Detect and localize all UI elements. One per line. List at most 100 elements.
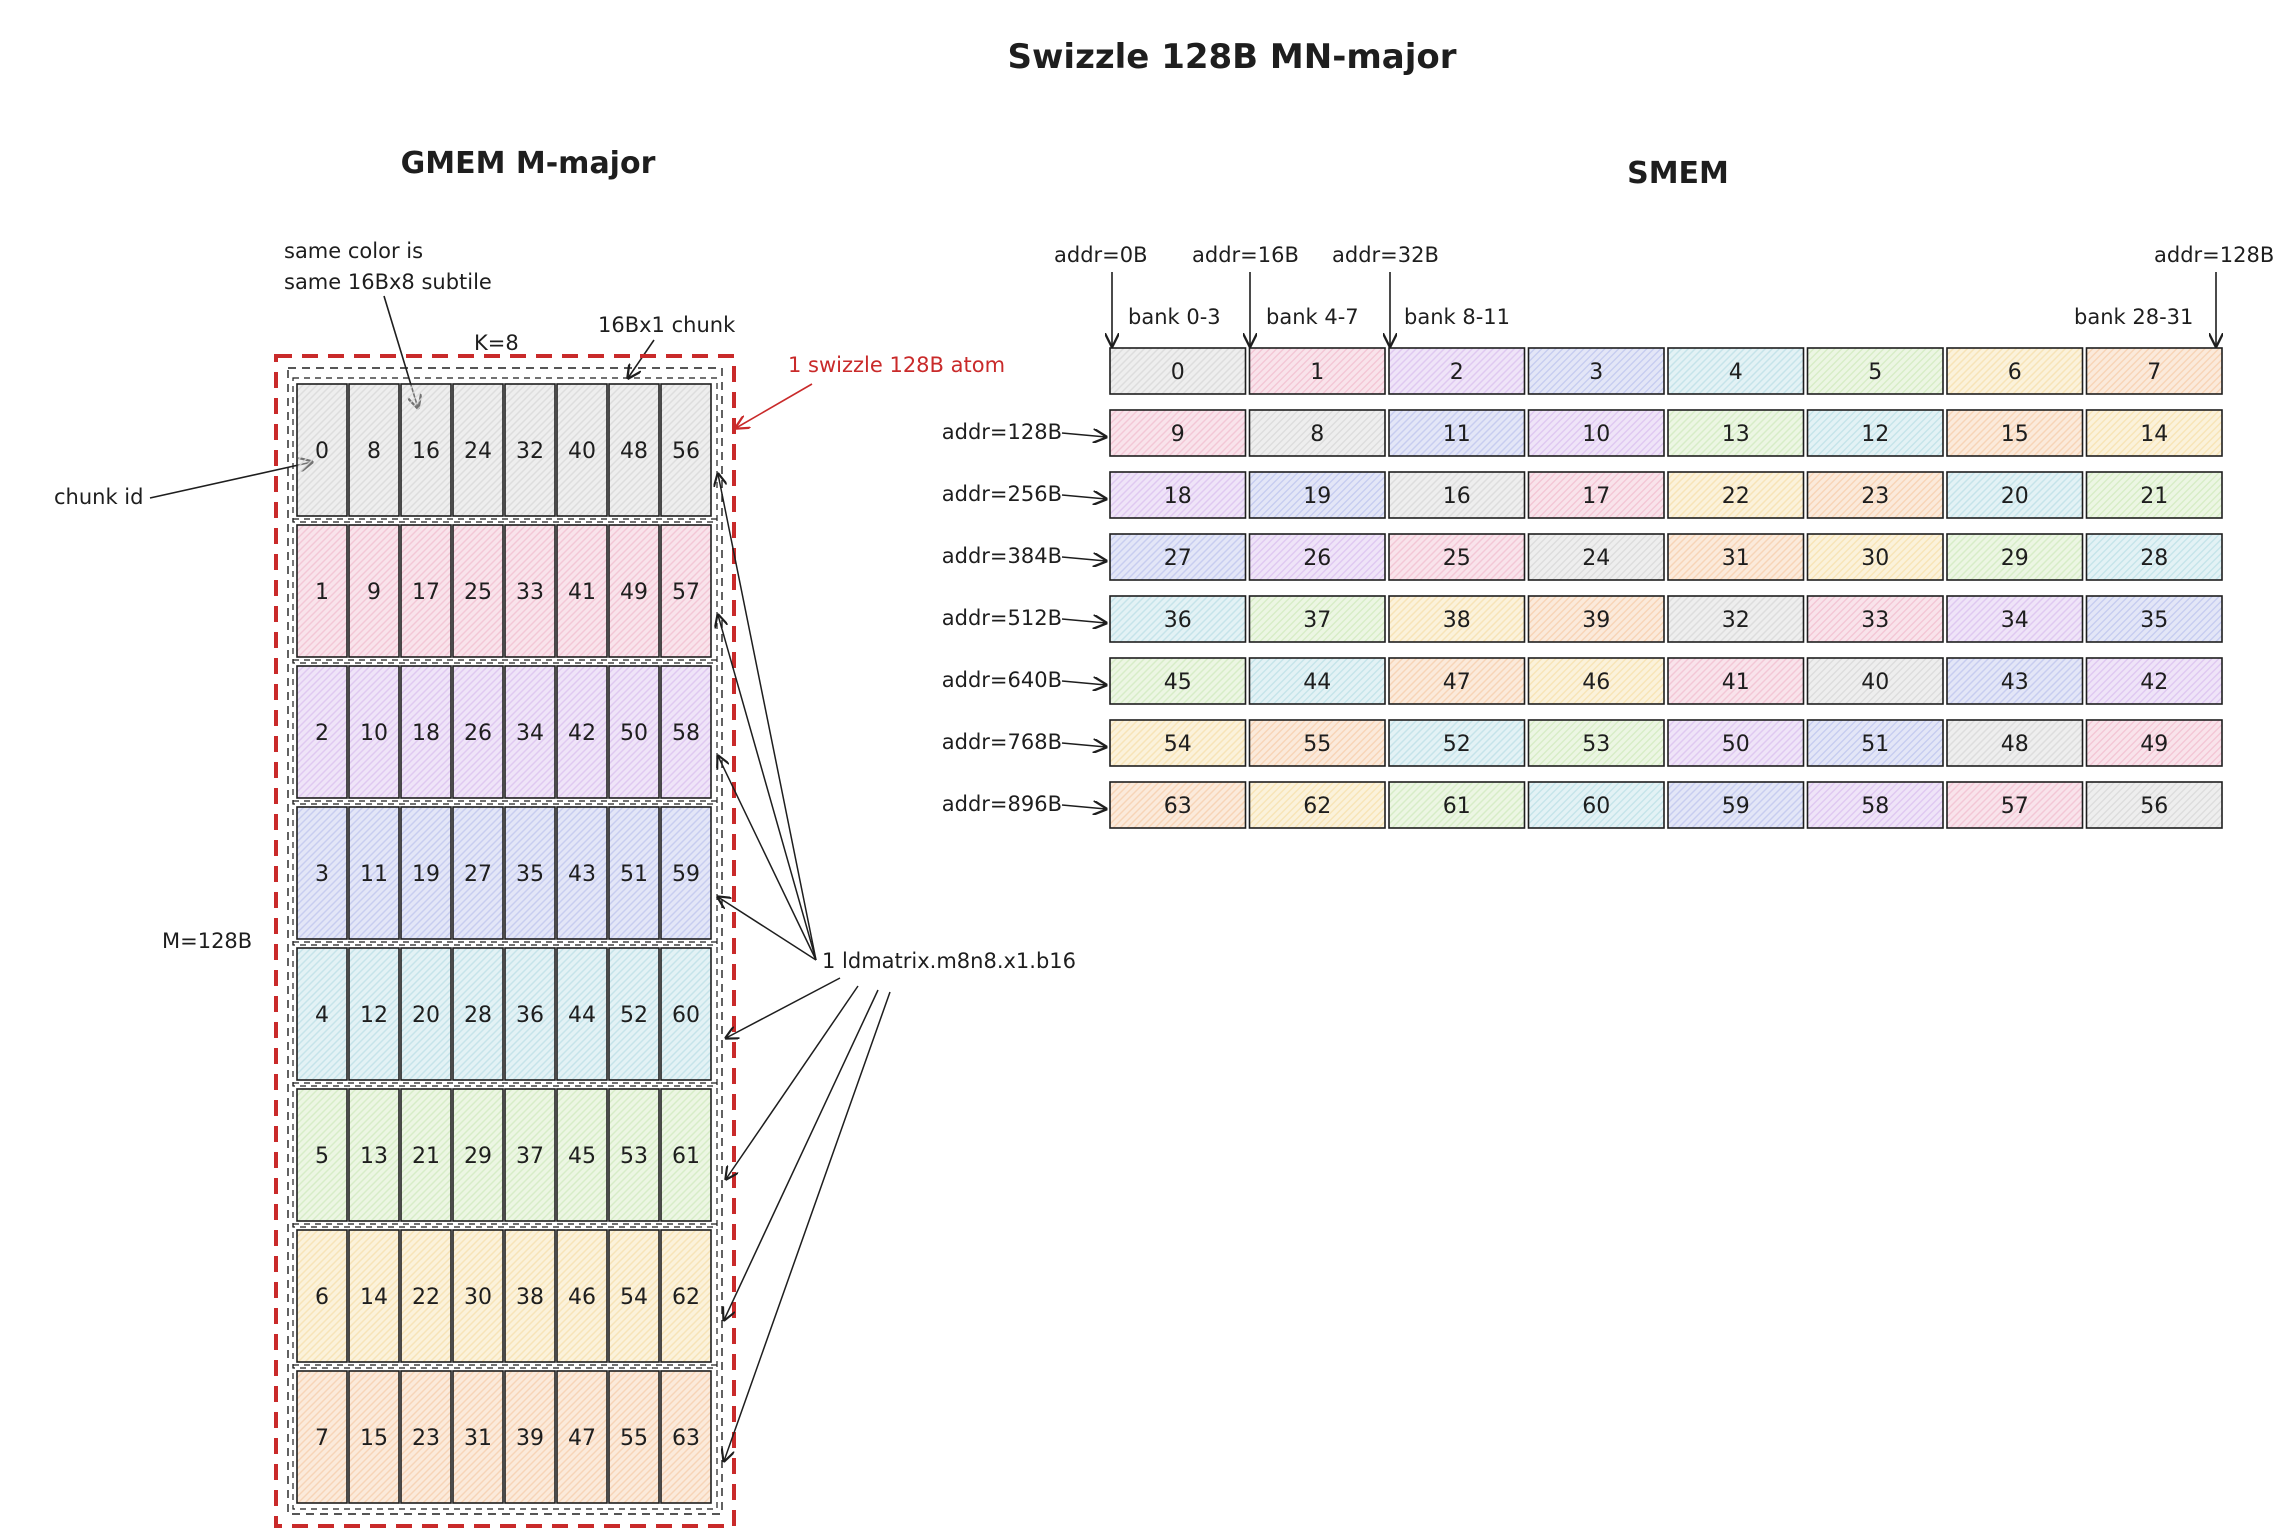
svg-text:61: 61 xyxy=(672,1144,700,1169)
smem-chunk: 18 xyxy=(1109,471,1247,519)
svg-text:63: 63 xyxy=(672,1426,700,1451)
smem-chunk: 5 xyxy=(1806,347,1944,395)
smem-bank-label: bank 0-3 xyxy=(1128,305,1221,329)
smem-chunk: 25 xyxy=(1388,533,1526,581)
gmem-chunk: 40 xyxy=(556,383,608,517)
gmem-chunk: 17 xyxy=(400,524,452,658)
svg-text:36: 36 xyxy=(1164,608,1192,633)
gmem-chunk: 11 xyxy=(348,806,400,940)
smem-chunk: 60 xyxy=(1527,781,1665,829)
smem-chunk: 49 xyxy=(2085,719,2223,767)
smem-chunk: 53 xyxy=(1527,719,1665,767)
smem-row-address-arrow xyxy=(1061,557,1106,561)
smem-row-address-arrow xyxy=(1061,805,1106,809)
svg-text:16: 16 xyxy=(412,439,440,464)
smem-chunk: 14 xyxy=(2085,409,2223,457)
smem-chunk: 55 xyxy=(1248,719,1386,767)
svg-text:54: 54 xyxy=(1164,732,1192,757)
smem-chunk: 59 xyxy=(1667,781,1805,829)
svg-text:41: 41 xyxy=(568,580,596,605)
smem-chunk: 16 xyxy=(1388,471,1526,519)
smem-top-address: addr=128B xyxy=(2154,243,2274,267)
smem-chunk: 26 xyxy=(1248,533,1386,581)
svg-text:55: 55 xyxy=(1303,732,1331,757)
svg-text:30: 30 xyxy=(464,1285,492,1310)
gmem-chunk: 23 xyxy=(400,1370,452,1504)
svg-text:29: 29 xyxy=(464,1144,492,1169)
k-label: K=8 xyxy=(474,331,519,355)
gmem-chunk: 14 xyxy=(348,1229,400,1363)
svg-text:40: 40 xyxy=(1861,670,1889,695)
svg-text:26: 26 xyxy=(464,721,492,746)
svg-text:35: 35 xyxy=(516,862,544,887)
ldmatrix-arrow xyxy=(724,991,891,1461)
svg-text:45: 45 xyxy=(568,1144,596,1169)
smem-chunk: 4 xyxy=(1667,347,1805,395)
svg-text:1: 1 xyxy=(315,580,329,605)
smem-row-address: addr=128B xyxy=(942,420,1062,444)
svg-text:19: 19 xyxy=(412,862,440,887)
svg-text:5: 5 xyxy=(1868,360,1882,385)
svg-text:32: 32 xyxy=(516,439,544,464)
smem-chunk: 63 xyxy=(1109,781,1247,829)
chunk-id-label: chunk id xyxy=(54,485,143,509)
gmem-subtile-row xyxy=(292,1223,718,1369)
smem-chunk: 3 xyxy=(1527,347,1665,395)
svg-text:12: 12 xyxy=(1861,422,1889,447)
smem-chunk: 40 xyxy=(1806,657,1944,705)
svg-text:30: 30 xyxy=(1861,546,1889,571)
gmem-chunk: 48 xyxy=(608,383,660,517)
svg-text:47: 47 xyxy=(1443,670,1471,695)
gmem-chunk: 54 xyxy=(608,1229,660,1363)
gmem-subtile-row xyxy=(292,1364,718,1510)
gmem-chunk: 38 xyxy=(504,1229,556,1363)
gmem-chunk: 24 xyxy=(452,383,504,517)
svg-text:15: 15 xyxy=(360,1426,388,1451)
gmem-chunk: 47 xyxy=(556,1370,608,1504)
svg-text:58: 58 xyxy=(672,721,700,746)
smem-row-address: addr=640B xyxy=(942,668,1062,692)
smem-chunk: 32 xyxy=(1667,595,1805,643)
svg-text:60: 60 xyxy=(672,1003,700,1028)
ldmatrix-arrow xyxy=(718,615,817,961)
svg-text:31: 31 xyxy=(464,1426,492,1451)
gmem-chunk: 5 xyxy=(296,1088,348,1222)
smem-chunk: 41 xyxy=(1667,657,1805,705)
svg-text:53: 53 xyxy=(620,1144,648,1169)
svg-text:14: 14 xyxy=(2140,422,2168,447)
svg-text:38: 38 xyxy=(516,1285,544,1310)
svg-text:18: 18 xyxy=(412,721,440,746)
smem-chunk: 6 xyxy=(1946,347,2084,395)
gmem-inner-border xyxy=(287,367,723,1515)
svg-text:54: 54 xyxy=(620,1285,648,1310)
svg-text:52: 52 xyxy=(620,1003,648,1028)
smem-row-address-arrow xyxy=(1061,619,1106,623)
chunk-id-arrow xyxy=(149,462,312,499)
svg-text:33: 33 xyxy=(1861,608,1889,633)
subtile-note-line2: same 16Bx8 subtile xyxy=(284,270,492,294)
svg-text:56: 56 xyxy=(2140,794,2168,819)
svg-text:49: 49 xyxy=(2140,732,2168,757)
svg-text:23: 23 xyxy=(412,1426,440,1451)
svg-text:0: 0 xyxy=(1171,360,1185,385)
smem-chunk: 42 xyxy=(2085,657,2223,705)
svg-text:15: 15 xyxy=(2001,422,2029,447)
smem-chunk: 24 xyxy=(1527,533,1665,581)
gmem-chunk: 6 xyxy=(296,1229,348,1363)
smem-chunk: 8 xyxy=(1248,409,1386,457)
smem-chunk: 58 xyxy=(1806,781,1944,829)
ldmatrix-label: 1 ldmatrix.m8n8.x1.b16 xyxy=(822,949,1076,973)
svg-text:57: 57 xyxy=(672,580,700,605)
gmem-chunk: 9 xyxy=(348,524,400,658)
gmem-chunk: 45 xyxy=(556,1088,608,1222)
gmem-chunk: 42 xyxy=(556,665,608,799)
gmem-chunk: 2 xyxy=(296,665,348,799)
gmem-chunk: 1 xyxy=(296,524,348,658)
svg-text:12: 12 xyxy=(360,1003,388,1028)
svg-text:6: 6 xyxy=(2008,360,2022,385)
smem-row-address: addr=896B xyxy=(942,792,1062,816)
gmem-chunk: 62 xyxy=(660,1229,712,1363)
svg-text:33: 33 xyxy=(516,580,544,605)
page-title: Swizzle 128B MN-major xyxy=(1008,37,1457,77)
